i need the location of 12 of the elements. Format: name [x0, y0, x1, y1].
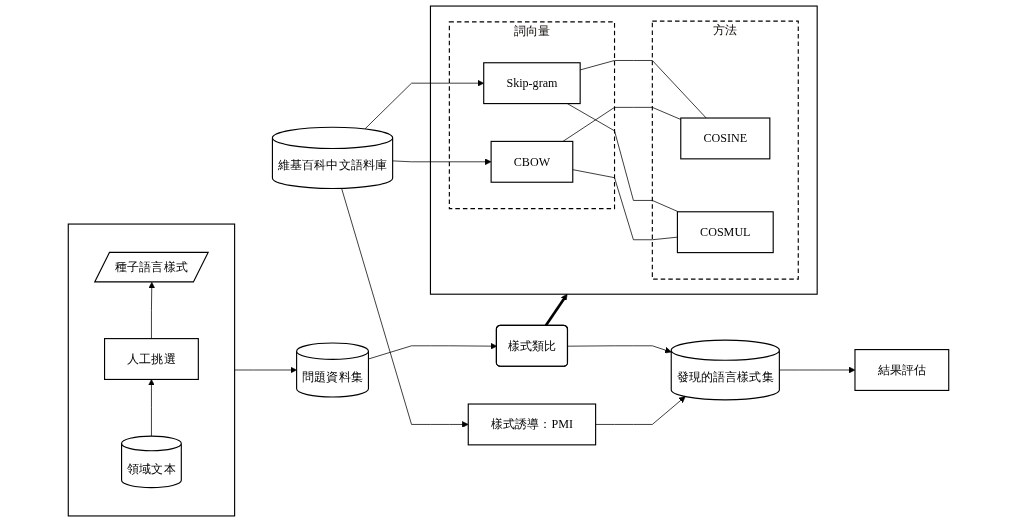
node-box: COSMUL	[676, 211, 774, 254]
arrow	[544, 293, 568, 327]
node-box: Skip-gram	[483, 62, 581, 105]
node-box: 樣式誘導：PMI	[467, 403, 597, 446]
node-box: COSINE	[680, 117, 771, 160]
connector	[572, 169, 678, 241]
node-box: CBOW	[490, 140, 574, 183]
node-box: 人工挑選	[104, 338, 199, 380]
cluster	[429, 5, 818, 295]
connector	[566, 103, 679, 213]
node-box: 結果評估	[854, 349, 950, 391]
cluster	[67, 223, 236, 517]
